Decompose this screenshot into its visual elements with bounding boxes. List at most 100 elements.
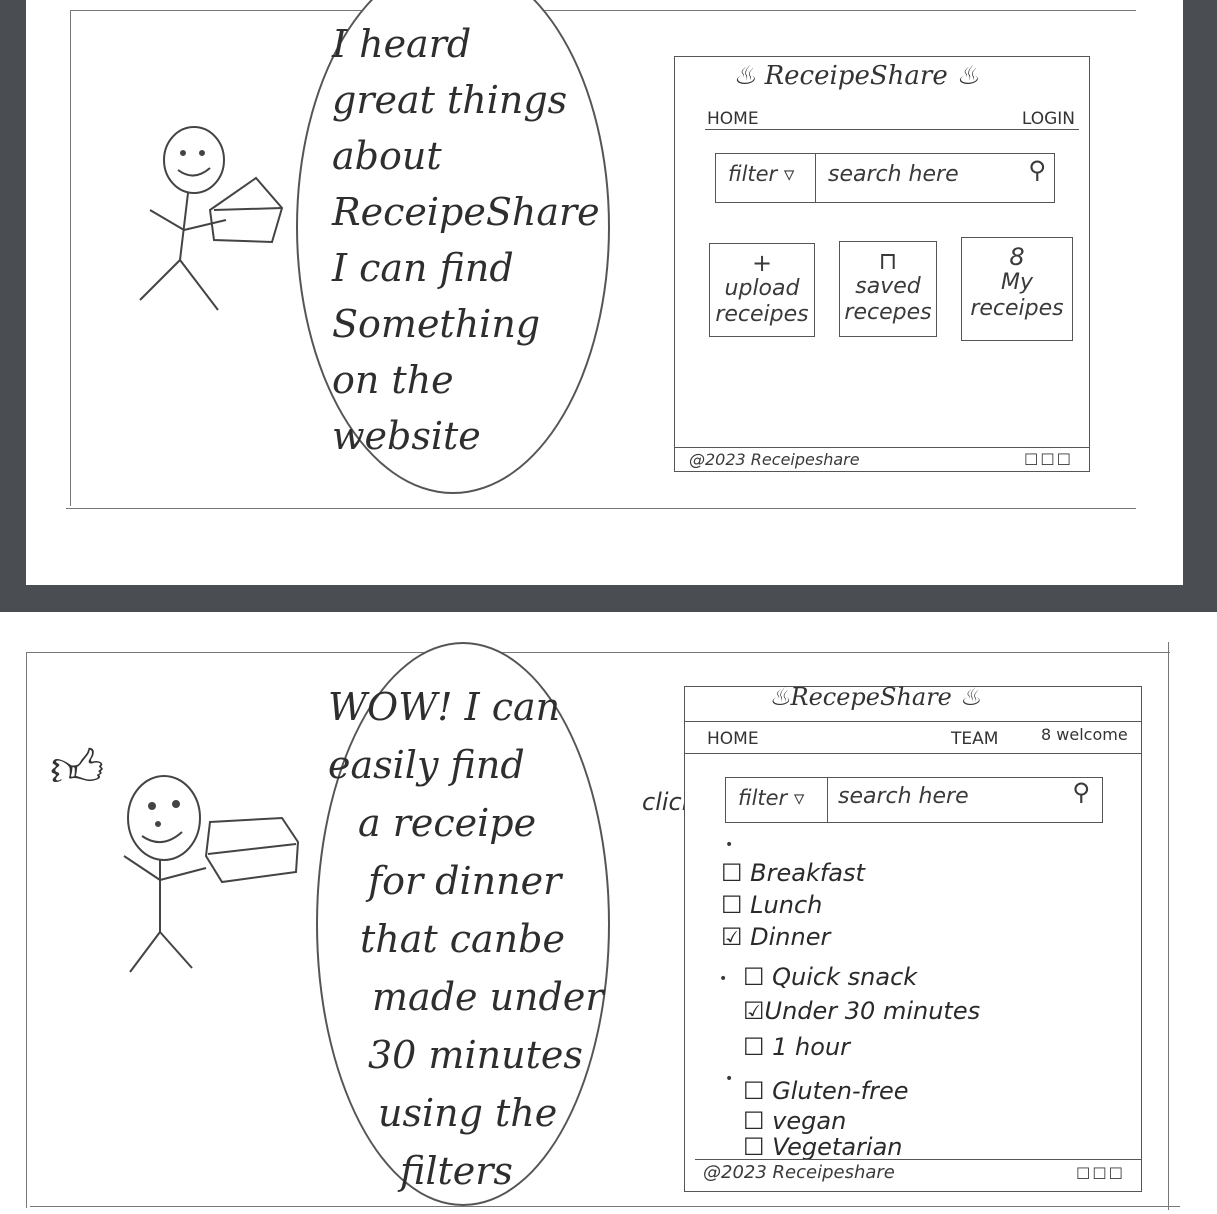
figure-leg-left	[129, 931, 161, 973]
footer-copyright: @2023 Receipeshare	[689, 450, 860, 469]
figure-head	[127, 775, 201, 861]
upload-recipes-tile[interactable]: + upload receipes	[709, 243, 815, 337]
nav-welcome-link[interactable]: 8 welcome	[1041, 725, 1128, 744]
footer: @2023 Receipeshare ☐☐☐	[695, 1159, 1141, 1188]
tile-label: upload	[724, 276, 800, 301]
option-label: Lunch	[750, 891, 823, 919]
website-wireframe: ♨RecepeShare ♨ HOME TEAM 8 welcome filte…	[684, 683, 1142, 1192]
search-icon[interactable]: ⚲	[1072, 778, 1090, 806]
stick-figure	[123, 775, 300, 973]
search-icon[interactable]: ⚲	[1028, 156, 1046, 184]
filter-option[interactable]: ☑ Dinner	[721, 923, 831, 951]
filter-option[interactable]: ☐ Breakfast	[721, 859, 865, 887]
nav-home-link[interactable]: HOME	[707, 729, 759, 749]
speech-line: for dinner	[368, 859, 562, 903]
nav-team-link[interactable]: TEAM	[951, 729, 999, 749]
option-label: Gluten-free	[772, 1077, 909, 1105]
brand-name: RecepeShare	[790, 683, 952, 711]
figure-nose	[155, 821, 161, 827]
speech-line: a receipe	[358, 801, 537, 845]
speech-bubble	[296, 0, 610, 494]
welcome-label: welcome	[1056, 725, 1128, 744]
option-label: 1 hour	[772, 1033, 851, 1061]
speech-bubble	[316, 642, 610, 1206]
user-icon: 8	[1041, 725, 1052, 744]
filter-option[interactable]: ☐ Gluten-free	[743, 1077, 909, 1105]
speech-line: 30 minutes	[368, 1033, 583, 1077]
laptop-icon	[204, 816, 300, 884]
speech-text: I heard great things about ReceipeShare …	[332, 16, 600, 464]
speech-line: filters	[400, 1149, 513, 1193]
footer: @2023 Receipeshare ☐☐☐	[675, 447, 1089, 472]
speech-line: on the	[332, 358, 454, 402]
social-icons: ☐☐☐	[1023, 450, 1073, 469]
figure-eye-left	[180, 150, 186, 156]
filter-option[interactable]: ☐ Quick snack	[743, 963, 918, 991]
tile-label: receipes	[970, 296, 1064, 321]
laptop-icon	[208, 176, 284, 244]
storyboard-panel-1: I heard great things about ReceipeShare …	[26, 0, 1183, 585]
filter-option[interactable]: ☐ vegan	[743, 1107, 847, 1135]
social-icons: ☐☐☐	[1075, 1164, 1125, 1183]
filter-option[interactable]: ☑Under 30 minutes	[743, 997, 981, 1025]
option-label: Dinner	[750, 923, 831, 951]
speech-line: website	[332, 414, 481, 458]
group-bullet: •	[725, 1071, 734, 1087]
figure-arm-right	[159, 867, 207, 881]
search-input[interactable]: search here	[828, 162, 959, 187]
nav-divider	[705, 129, 1079, 130]
brand-title: ♨RecepeShare ♨	[769, 683, 982, 711]
figure-smile	[141, 831, 183, 843]
filter-option[interactable]: ☐ Vegetarian	[743, 1133, 903, 1161]
filter-option[interactable]: ☐ Lunch	[721, 891, 823, 919]
panel-1-topline	[70, 10, 1136, 11]
figure-leg-right	[179, 259, 219, 311]
panel-2-rightline	[1168, 642, 1169, 1210]
plus-icon: +	[751, 249, 773, 277]
filter-label: filter	[728, 162, 778, 186]
figure-head	[163, 126, 225, 194]
speech-line: that canbe	[360, 917, 565, 961]
speech-line: I can find	[332, 246, 514, 290]
figure-arm-left	[149, 209, 185, 231]
speech-line: WOW! I can	[328, 685, 561, 729]
tile-label: My	[1000, 270, 1033, 295]
speech-line: ReceipeShare	[332, 190, 600, 234]
search-bar: filter ▿ search here ⚲	[715, 153, 1055, 203]
tile-label: receipes	[715, 302, 809, 327]
option-label: Breakfast	[750, 859, 865, 887]
speech-line: Something	[332, 302, 541, 346]
nav-home-link[interactable]: HOME	[707, 109, 759, 129]
search-input[interactable]: search here	[838, 784, 969, 809]
header-divider	[685, 721, 1141, 722]
option-label: Vegetarian	[772, 1133, 903, 1161]
website-wireframe: ♨ ReceipeShare ♨ HOME LOGIN filter ▿ sea…	[674, 56, 1090, 472]
speech-line: made under	[372, 975, 604, 1019]
speech-text: WOW! I can easily find a receipe for din…	[328, 678, 604, 1200]
filter-option[interactable]: ☐ 1 hour	[743, 1033, 851, 1061]
filter-dropdown[interactable]: filter ▿	[716, 154, 816, 202]
my-recipes-tile[interactable]: 8 My receipes	[961, 237, 1073, 341]
filter-dropdown[interactable]: filter ▿	[726, 778, 828, 822]
figure-eye-right	[199, 150, 205, 156]
nav-login-link[interactable]: LOGIN	[1021, 109, 1075, 129]
panel-2-topline	[26, 652, 1170, 653]
figure-body	[179, 192, 189, 261]
brand-title: ♨ ReceipeShare ♨	[733, 61, 980, 91]
saved-recipes-tile[interactable]: ⊓ saved recepes	[839, 241, 937, 337]
group-bullet: •	[725, 837, 734, 853]
tile-label: saved	[855, 274, 921, 299]
option-label: vegan	[772, 1107, 847, 1135]
figure-smile	[177, 167, 211, 177]
figure-arm-left	[123, 855, 161, 881]
option-label: Quick snack	[772, 963, 918, 991]
figure-leg-left	[139, 259, 181, 301]
bookmark-icon: ⊓	[878, 247, 898, 275]
thumbs-up-icon: 👍︎	[50, 739, 105, 799]
speech-line: great things	[332, 78, 568, 122]
speech-line: easily find	[328, 743, 525, 787]
panel-1-frame	[70, 10, 1137, 506]
figure-arm-right	[183, 219, 227, 231]
footer-copyright: @2023 Receipeshare	[703, 1162, 895, 1183]
filter-label: filter	[738, 786, 788, 810]
